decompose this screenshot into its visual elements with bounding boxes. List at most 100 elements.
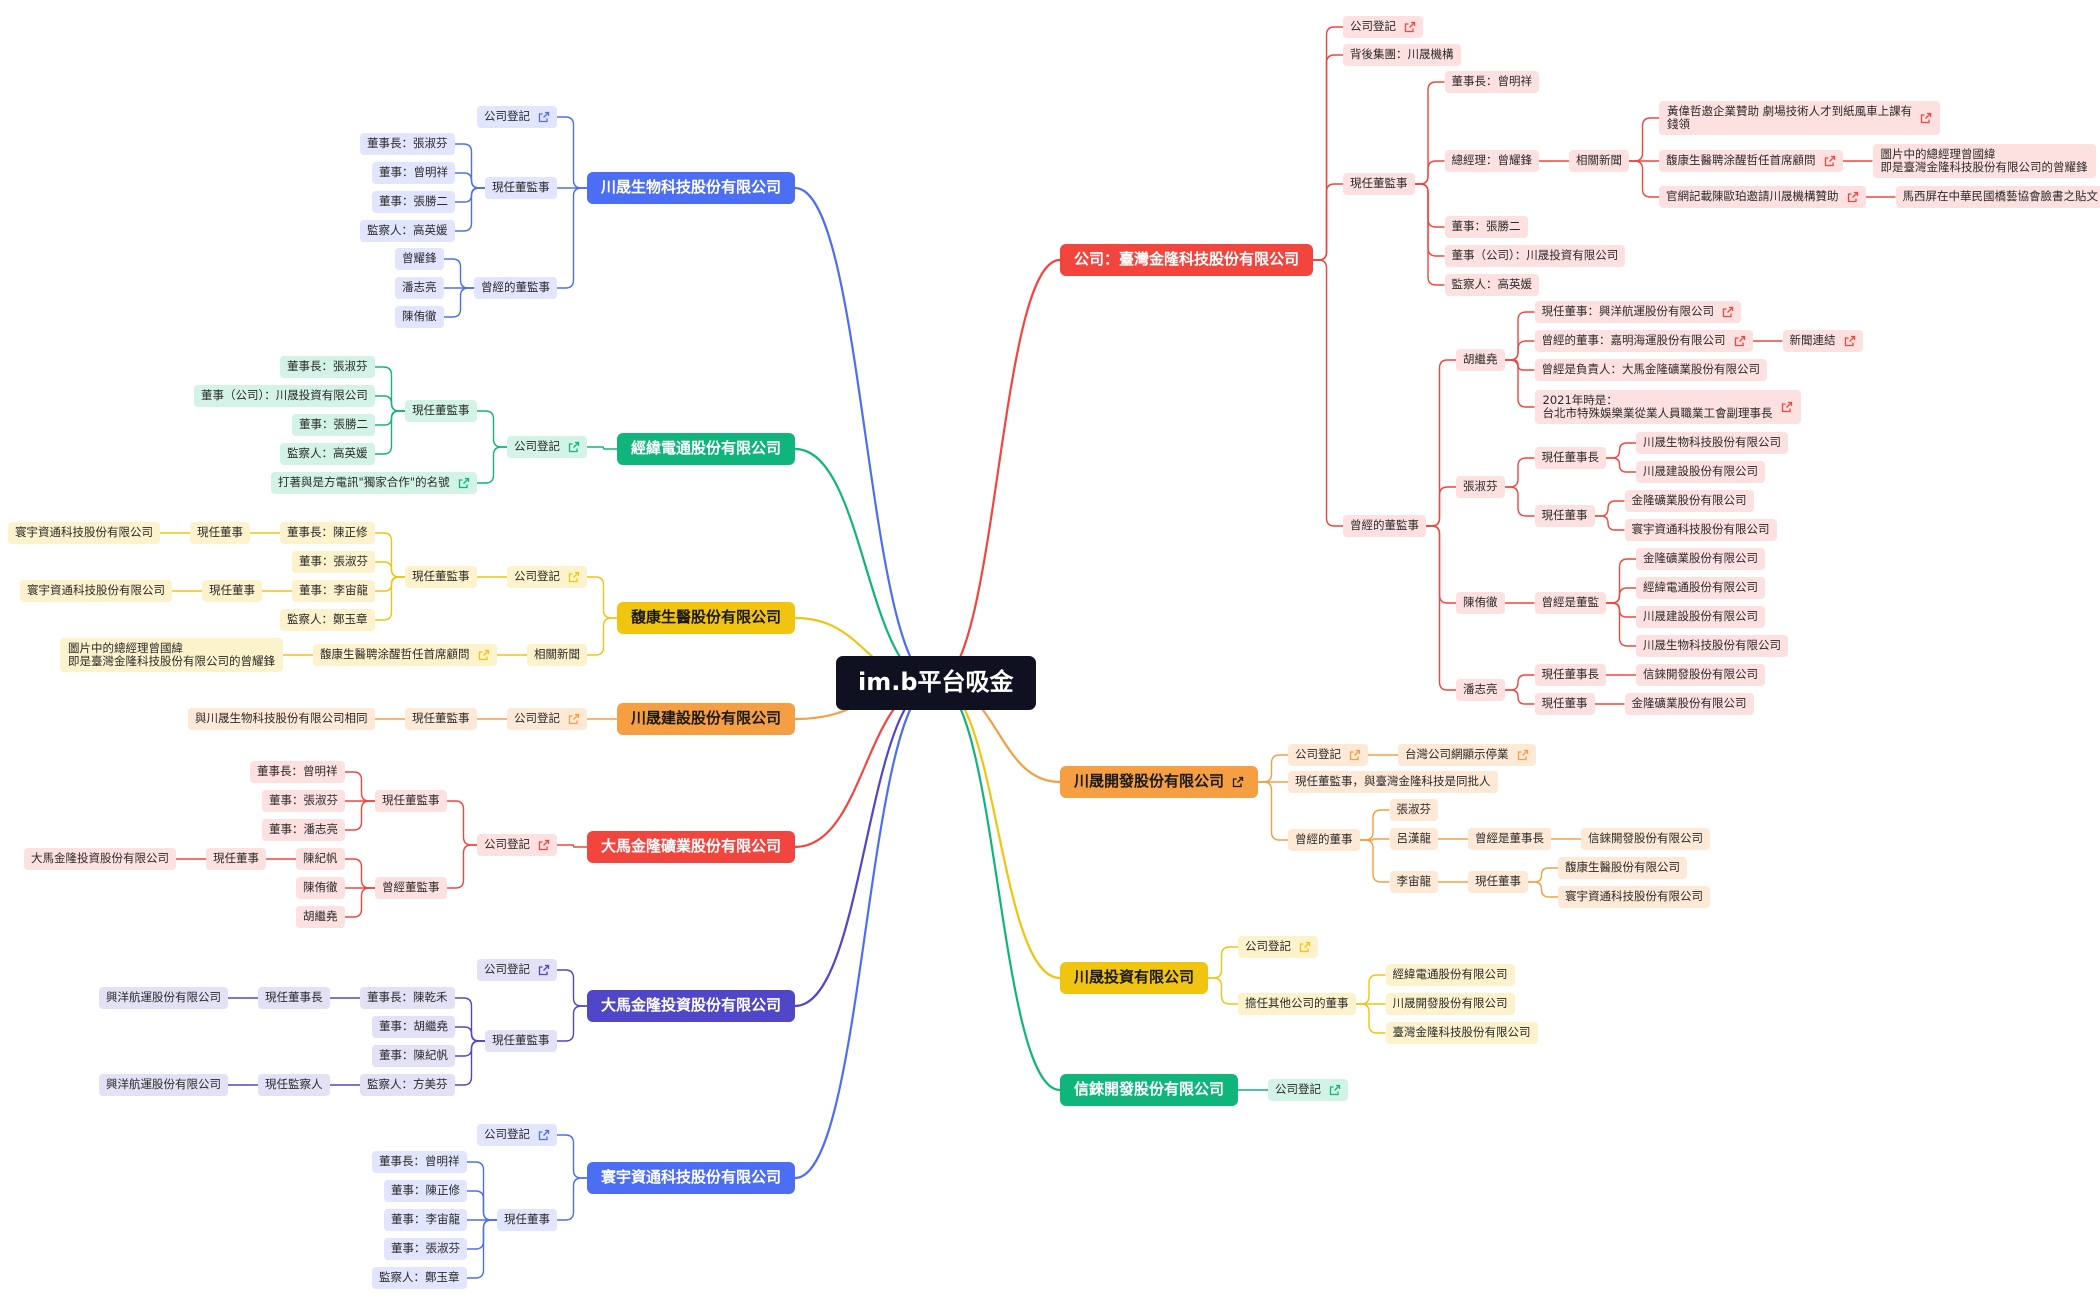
subtopic[interactable]: 董事（公司）：川晟投資有限公司 [194, 385, 375, 407]
branch-topic[interactable]: 川晟建設股份有限公司 [617, 703, 796, 735]
external-link-icon[interactable] [1844, 335, 1856, 347]
subtopic[interactable]: 陳侑徹 [296, 877, 345, 899]
subtopic[interactable]: 現任董監事 [1343, 173, 1415, 195]
subtopic[interactable]: 現任董事：興洋航運股份有限公司 [1534, 301, 1742, 323]
subtopic[interactable]: 現任董事長 [1534, 664, 1607, 686]
subtopic[interactable]: 公司登記 [1238, 936, 1319, 958]
branch-topic[interactable]: 川晟開發股份有限公司 [1060, 766, 1259, 798]
subtopic[interactable]: 現任董事 [190, 522, 250, 544]
subtopic[interactable]: 董事：張勝二 [292, 414, 375, 436]
subtopic[interactable]: 大馬金隆投資股份有限公司 [24, 848, 176, 870]
external-link-icon[interactable] [1734, 335, 1746, 347]
external-link-icon[interactable] [1920, 112, 1932, 124]
subtopic[interactable]: 與川晟生物科技股份有限公司相同 [188, 708, 375, 730]
external-link-icon[interactable] [568, 713, 580, 725]
subtopic[interactable]: 現任董事長 [258, 987, 330, 1009]
subtopic[interactable]: 現任董事 [497, 1209, 557, 1231]
subtopic[interactable]: 董事長：曾明祥 [1444, 71, 1540, 93]
subtopic[interactable]: 董事長：陳正修 [280, 522, 375, 544]
subtopic[interactable]: 曾經的董監事 [1343, 515, 1427, 537]
subtopic[interactable]: 金隆礦業股份有限公司 [1624, 693, 1754, 715]
subtopic[interactable]: 馥康生醫聘涂醒哲任首席顧問 [313, 644, 497, 666]
subtopic[interactable]: 公司登記 [507, 566, 587, 588]
external-link-icon[interactable] [1404, 21, 1416, 33]
subtopic[interactable]: 公司登記 [1268, 1079, 1349, 1101]
subtopic[interactable]: 現任董事 [1468, 871, 1529, 893]
subtopic[interactable]: 現任董事 [1534, 693, 1595, 715]
subtopic[interactable]: 陳侑徹 [1456, 592, 1505, 614]
subtopic[interactable]: 臺灣金隆科技股份有限公司 [1385, 1022, 1538, 1044]
subtopic[interactable]: 胡繼堯 [1456, 349, 1505, 371]
subtopic[interactable]: 現任董監事 [485, 1030, 557, 1052]
external-link-icon[interactable] [1824, 155, 1836, 167]
subtopic[interactable]: 背後集團：川晟機構 [1343, 44, 1461, 66]
subtopic[interactable]: 監察人：高英媛 [360, 220, 455, 242]
subtopic[interactable]: 馥康生醫聘涂醒哲任首席顧問 [1659, 150, 1843, 172]
subtopic[interactable]: 曾經的董事 [1288, 829, 1360, 851]
subtopic[interactable]: 台灣公司網顯示停業 [1398, 744, 1536, 766]
external-link-icon[interactable] [1517, 749, 1529, 761]
subtopic[interactable]: 董事：張淑芬 [384, 1238, 467, 1260]
subtopic[interactable]: 曾經的董事：嘉明海運股份有限公司 [1534, 330, 1753, 352]
subtopic[interactable]: 興洋航運股份有限公司 [99, 987, 228, 1009]
subtopic[interactable]: 現任董監事 [405, 566, 477, 588]
subtopic[interactable]: 現任董監事，與臺灣金隆科技是同批人 [1288, 771, 1498, 793]
branch-topic[interactable]: 川晟投資有限公司 [1060, 962, 1209, 994]
subtopic[interactable]: 相關新聞 [527, 644, 587, 666]
subtopic[interactable]: 川晟開發股份有限公司 [1385, 993, 1515, 1015]
subtopic[interactable]: 公司登記 [477, 106, 557, 128]
subtopic[interactable]: 董事：張淑芬 [262, 790, 345, 812]
subtopic[interactable]: 現任董事長 [1534, 447, 1607, 469]
subtopic[interactable]: 董事：張淑芬 [292, 551, 375, 573]
subtopic[interactable]: 公司登記 [1288, 744, 1369, 766]
subtopic[interactable]: 曾經董監事 [375, 877, 447, 899]
subtopic[interactable]: 董事：潘志亮 [262, 819, 345, 841]
subtopic[interactable]: 2021年時是： 台北市特殊娛樂業從業人員職業工會副理事長 [1534, 390, 1801, 425]
subtopic[interactable]: 總經理：曾耀鋒 [1444, 150, 1540, 172]
subtopic[interactable]: 董事：胡繼堯 [372, 1016, 455, 1038]
external-link-icon[interactable] [1781, 401, 1793, 413]
subtopic[interactable]: 現任董監事 [375, 790, 447, 812]
subtopic[interactable]: 董事（公司）：川晟投資有限公司 [1444, 245, 1626, 267]
subtopic[interactable]: 董事：曾明祥 [372, 162, 455, 184]
subtopic[interactable]: 公司登記 [477, 959, 557, 981]
branch-topic[interactable]: 大馬金隆投資股份有限公司 [587, 990, 796, 1022]
subtopic[interactable]: 現任董事 [206, 848, 266, 870]
subtopic[interactable]: 川晟建設股份有限公司 [1636, 606, 1766, 628]
subtopic[interactable]: 寰宇資通科技股份有限公司 [20, 580, 172, 602]
subtopic[interactable]: 現任監察人 [258, 1074, 330, 1096]
subtopic[interactable]: 呂漢龍 [1389, 828, 1439, 850]
subtopic[interactable]: 潘志亮 [395, 277, 444, 299]
subtopic[interactable]: 新聞連結 [1782, 330, 1863, 352]
root-topic[interactable]: im.b平台吸金 [836, 656, 1036, 710]
branch-topic[interactable]: 信錸開發股份有限公司 [1060, 1074, 1239, 1106]
external-link-icon[interactable] [1299, 941, 1311, 953]
subtopic[interactable]: 董事長：張淑芬 [280, 356, 375, 378]
subtopic[interactable]: 董事：李宙龍 [384, 1209, 467, 1231]
external-link-icon[interactable] [458, 477, 470, 489]
subtopic[interactable]: 公司登記 [477, 1124, 557, 1146]
subtopic[interactable]: 圖片中的總經理曾國緯 即是臺灣金隆科技股份有限公司的曾耀鋒 [60, 638, 283, 673]
external-link-icon[interactable] [538, 111, 550, 123]
branch-topic[interactable]: 寰宇資通科技股份有限公司 [587, 1162, 796, 1194]
subtopic[interactable]: 胡繼堯 [296, 906, 345, 928]
subtopic[interactable]: 董事長：曾明祥 [250, 761, 345, 783]
subtopic[interactable]: 曾經的董監事 [474, 277, 557, 299]
external-link-icon[interactable] [538, 964, 550, 976]
subtopic[interactable]: 圖片中的總經理曾國緯 即是臺灣金隆科技股份有限公司的曾耀鋒 [1872, 144, 2096, 179]
external-link-icon[interactable] [1722, 306, 1734, 318]
subtopic[interactable]: 張淑芬 [1389, 799, 1439, 821]
subtopic[interactable]: 李宙龍 [1389, 871, 1439, 893]
subtopic[interactable]: 馬西屏在中華民國橋藝協會臉書之貼文 [1895, 186, 2100, 208]
subtopic[interactable]: 川晟生物科技股份有限公司 [1636, 635, 1789, 657]
subtopic[interactable]: 公司登記 [507, 708, 587, 730]
subtopic[interactable]: 董事：李宙龍 [292, 580, 375, 602]
subtopic[interactable]: 董事：張勝二 [372, 191, 455, 213]
subtopic[interactable]: 監察人：方美芬 [360, 1074, 455, 1096]
subtopic[interactable]: 曾經是負責人：大馬金隆礦業股份有限公司 [1534, 359, 1768, 381]
subtopic[interactable]: 潘志亮 [1456, 679, 1505, 701]
subtopic[interactable]: 相關新聞 [1569, 150, 1630, 172]
subtopic[interactable]: 陳侑徹 [395, 306, 444, 328]
branch-topic[interactable]: 川晟生物科技股份有限公司 [587, 172, 796, 204]
subtopic[interactable]: 董事：張勝二 [1444, 216, 1528, 238]
